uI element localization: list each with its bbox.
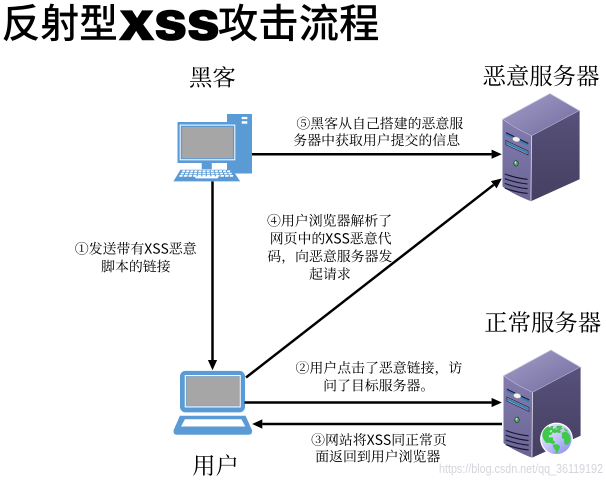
svg-text:https://blog.csdn.net/qq_36119: https://blog.csdn.net/qq_36119192 bbox=[439, 461, 603, 476]
